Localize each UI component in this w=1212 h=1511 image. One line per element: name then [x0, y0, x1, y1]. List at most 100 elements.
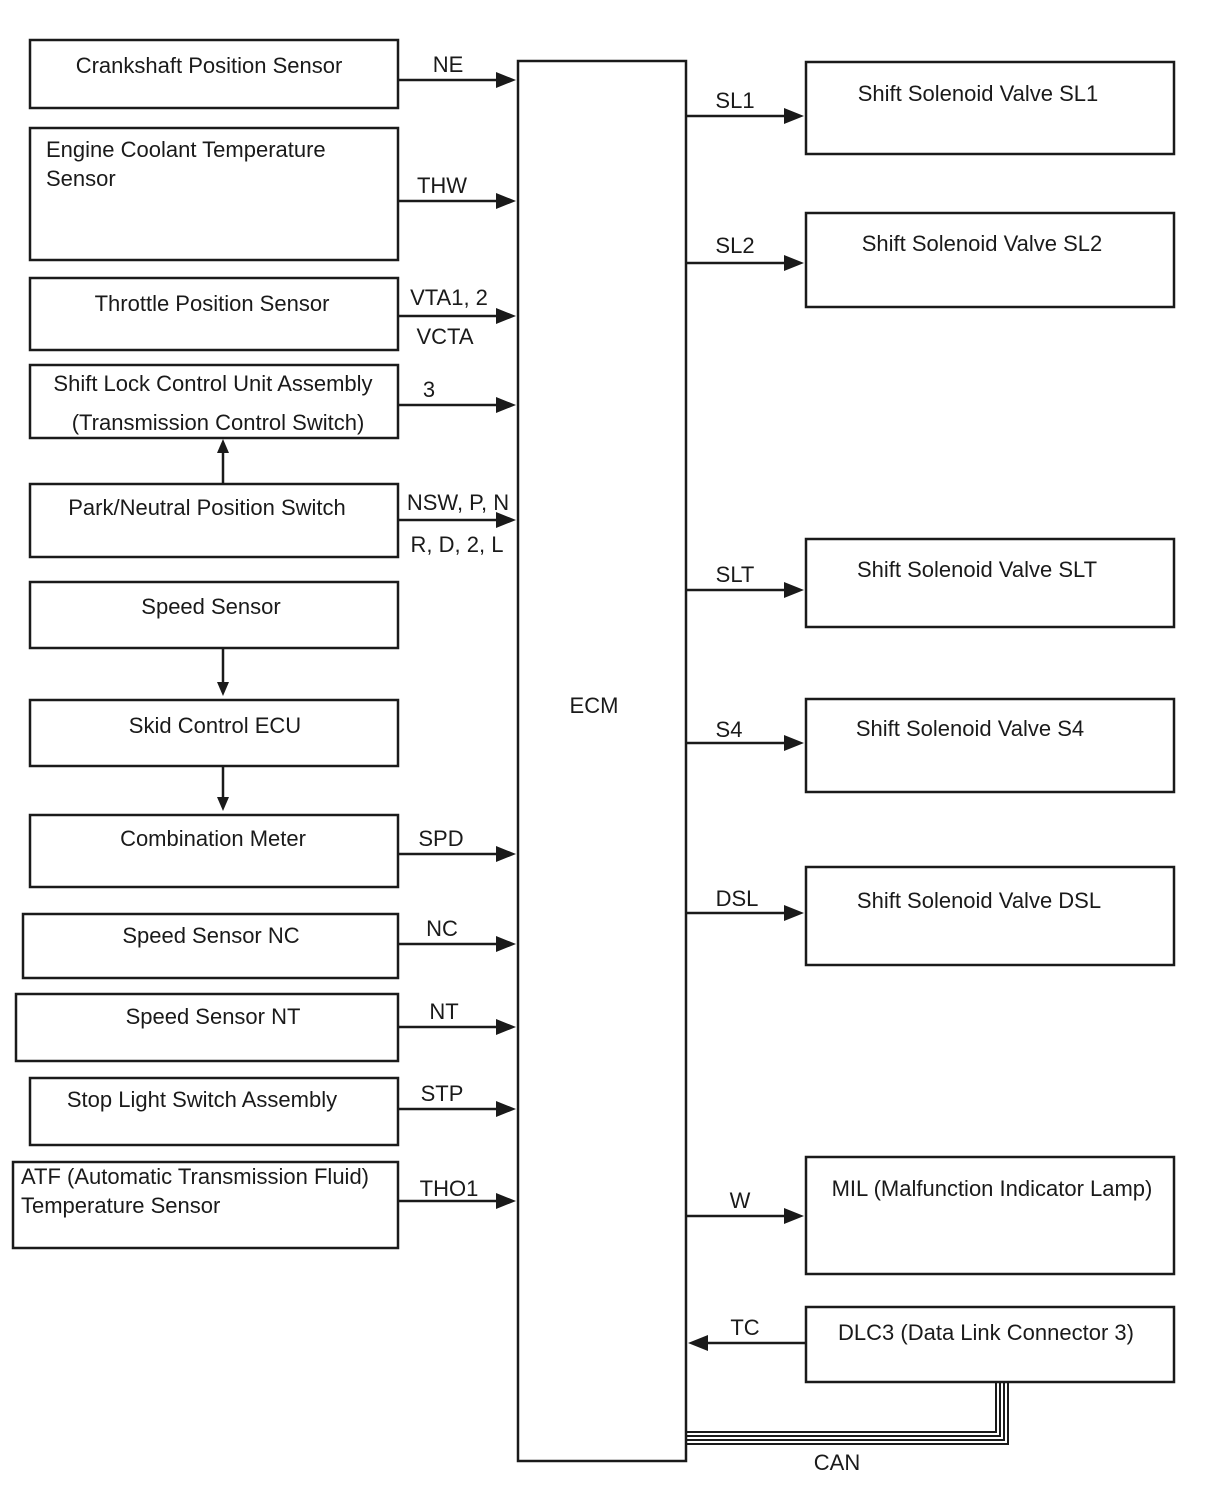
park-neutral-label: Park/Neutral Position Switch	[68, 495, 346, 520]
shift-lock-box	[28, 363, 400, 440]
slt-box	[804, 537, 1176, 629]
slt-label: Shift Solenoid Valve SLT	[857, 557, 1097, 582]
skid-ecu-label: Skid Control ECU	[129, 713, 301, 738]
sl1-signal-label: SL1	[715, 88, 754, 113]
shift-lock-label-line2: (Transmission Control Switch)	[72, 410, 365, 435]
thw-arrowhead	[496, 193, 516, 209]
speed-sensor-label: Speed Sensor	[141, 594, 280, 619]
speed-nt-label: Speed Sensor NT	[126, 1004, 301, 1029]
dsl-signal-label: DSL	[716, 886, 759, 911]
s4-box	[804, 697, 1176, 794]
sl1-label: Shift Solenoid Valve SL1	[858, 81, 1099, 106]
sl2-arrowhead	[784, 255, 804, 271]
speed-nc-box	[21, 912, 400, 980]
stop-light-box	[28, 1076, 400, 1147]
nsw-arrowhead	[496, 512, 516, 528]
ne-arrowhead	[496, 72, 516, 88]
ne-signal-label: NE	[433, 52, 464, 77]
combination-meter-box	[28, 813, 400, 889]
skid-ecu-box	[28, 698, 400, 768]
sl1-arrowhead	[784, 108, 804, 124]
w-arrowhead	[784, 1208, 804, 1224]
shift-solenoid-valve-s4: S4 Shift Solenoid Valve S4	[686, 697, 1176, 794]
rd2l-signal-label: R, D, 2, L	[411, 532, 504, 557]
s4-label: Shift Solenoid Valve S4	[856, 716, 1084, 741]
coolant-label-line1: Engine Coolant Temperature	[46, 137, 326, 162]
spd-signal-label: SPD	[418, 826, 463, 851]
sl2-box	[804, 211, 1176, 309]
tc-signal-label: TC	[730, 1315, 759, 1340]
atf-temperature-sensor: ATF (Automatic Transmission Fluid) Tempe…	[11, 1160, 516, 1250]
shift-lock-control-unit: Shift Lock Control Unit Assembly (Transm…	[28, 363, 516, 440]
speed-to-skid-connector	[217, 648, 229, 696]
mil-label: MIL (Malfunction Indicator Lamp)	[832, 1176, 1153, 1201]
throttle-label: Throttle Position Sensor	[95, 291, 330, 316]
shift-lock-arrowhead	[496, 397, 516, 413]
speed-sensor: Speed Sensor	[28, 580, 400, 650]
shift-solenoid-valve-dsl: DSL Shift Solenoid Valve DSL	[686, 865, 1176, 967]
engine-coolant-temperature-sensor: Engine Coolant Temperature Sensor THW	[28, 126, 516, 262]
tho1-arrowhead	[496, 1193, 516, 1209]
speed-sensor-nt: Speed Sensor NT NT	[14, 992, 516, 1063]
w-signal-label: W	[730, 1188, 751, 1213]
nt-arrowhead	[496, 1019, 516, 1035]
stop-light-label: Stop Light Switch Assembly	[67, 1087, 337, 1112]
coolant-label-line2: Sensor	[46, 166, 116, 191]
nc-signal-label: NC	[426, 916, 458, 941]
can-bus-line-2	[686, 1382, 1001, 1437]
shift-solenoid-valve-slt: SLT Shift Solenoid Valve SLT	[686, 537, 1176, 629]
stp-arrowhead	[496, 1101, 516, 1117]
dlc3-label: DLC3 (Data Link Connector 3)	[838, 1320, 1134, 1345]
stp-signal-label: STP	[421, 1081, 464, 1106]
nt-signal-label: NT	[429, 999, 458, 1024]
thw-signal-label: THW	[417, 173, 467, 198]
speed-sensor-box	[28, 580, 400, 650]
ecm-label: ECM	[570, 693, 619, 718]
speed-sensor-nc: Speed Sensor NC NC	[21, 912, 516, 980]
spd-arrowhead	[496, 846, 516, 862]
sl2-label: Shift Solenoid Valve SL2	[862, 231, 1103, 256]
stop-light-switch-assembly: Stop Light Switch Assembly STP	[28, 1076, 516, 1147]
data-link-connector-3: TC DLC3 (Data Link Connector 3)	[688, 1305, 1176, 1384]
can-bus-line-4	[686, 1382, 1009, 1445]
combination-meter: Combination Meter SPD	[28, 813, 516, 889]
skid-control-ecu: Skid Control ECU	[28, 698, 400, 768]
speed-nt-box	[14, 992, 400, 1063]
vta-arrowhead	[496, 308, 516, 324]
park-neutral-box	[28, 482, 400, 559]
skid-to-meter-arrowhead	[217, 797, 229, 811]
speed-to-skid-arrowhead	[217, 682, 229, 696]
s4-signal-label: S4	[716, 717, 743, 742]
can-bus: CAN	[686, 1382, 1009, 1475]
shift-lock-signal-label: 3	[423, 377, 435, 402]
coolant-box	[28, 126, 400, 262]
shift-solenoid-valve-sl1: SL1 Shift Solenoid Valve SL1	[686, 60, 1176, 156]
mil-box	[804, 1155, 1176, 1276]
slt-signal-label: SLT	[716, 562, 755, 587]
atf-label-line1: ATF (Automatic Transmission Fluid)	[21, 1164, 369, 1189]
combination-meter-label: Combination Meter	[120, 826, 306, 851]
malfunction-indicator-lamp: W MIL (Malfunction Indicator Lamp)	[686, 1155, 1176, 1276]
ecm-block: ECM	[516, 59, 688, 1463]
shift-lock-label-line1: Shift Lock Control Unit Assembly	[53, 371, 372, 396]
dlc3-box	[804, 1305, 1176, 1384]
dsl-arrowhead	[784, 905, 804, 921]
park-to-shift-lock-connector	[217, 439, 229, 484]
speed-nc-label: Speed Sensor NC	[122, 923, 299, 948]
ecm-box	[516, 59, 688, 1463]
can-bus-line-3	[686, 1382, 1005, 1441]
nc-arrowhead	[496, 936, 516, 952]
can-label: CAN	[814, 1450, 860, 1475]
tc-arrowhead	[688, 1335, 708, 1351]
slt-arrowhead	[784, 582, 804, 598]
sl2-signal-label: SL2	[715, 233, 754, 258]
dsl-label: Shift Solenoid Valve DSL	[857, 888, 1101, 913]
crankshaft-position-sensor: Crankshaft Position Sensor NE	[28, 38, 516, 110]
dsl-box	[804, 865, 1176, 967]
crankshaft-box	[28, 38, 400, 110]
s4-arrowhead	[784, 735, 804, 751]
atf-box	[11, 1160, 400, 1250]
shift-solenoid-valve-sl2: SL2 Shift Solenoid Valve SL2	[686, 211, 1176, 309]
atf-label-line2: Temperature Sensor	[21, 1193, 220, 1218]
